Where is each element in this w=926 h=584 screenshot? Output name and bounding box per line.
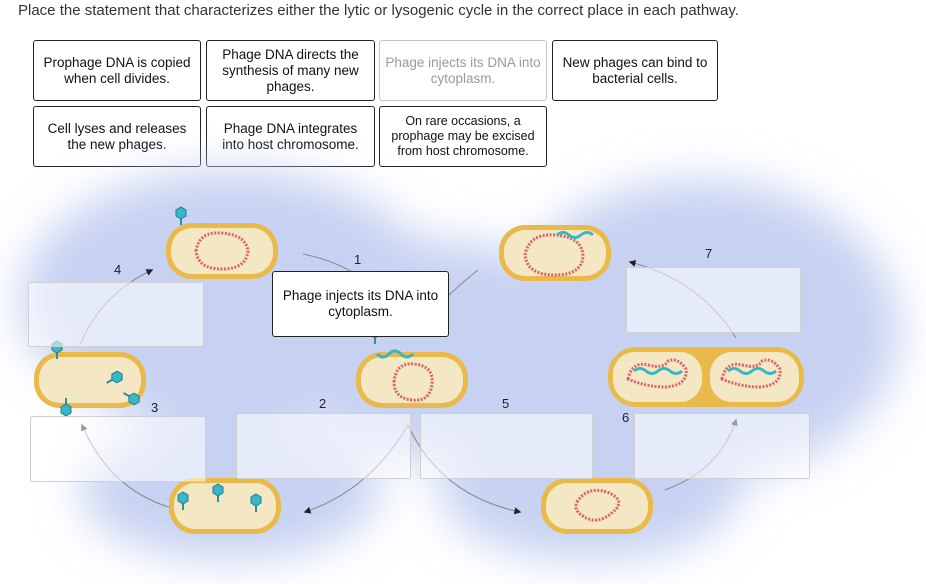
step-number-7: 7 (705, 246, 713, 261)
cell-dividing (608, 347, 804, 407)
cell-center (356, 349, 468, 408)
drop-slot-6[interactable] (634, 413, 810, 479)
cell-top-right (499, 225, 611, 281)
drop-slot-5[interactable] (420, 413, 593, 479)
drop-slot-7[interactable] (626, 267, 801, 333)
drop-slot-3[interactable] (30, 416, 206, 482)
drop-slot-4[interactable] (28, 282, 204, 347)
placed-card-slot-1[interactable]: Phage injects its DNA into cytoplasm. (272, 271, 449, 337)
drop-slot-2[interactable] (236, 413, 411, 479)
cell-phage-attached (166, 223, 278, 279)
card-prophage-copied[interactable]: Prophage DNA is copied when cell divides… (33, 40, 201, 101)
card-excised[interactable]: On rare occasions, a prophage may be exc… (379, 106, 547, 167)
step-number-6: 6 (622, 410, 630, 425)
card-directs-synthesis[interactable]: Phage DNA directs the synthesis of many … (206, 40, 375, 101)
instruction-text: Place the statement that characterizes e… (18, 2, 739, 19)
card-integrates[interactable]: Phage DNA integrates into host chromosom… (206, 106, 375, 167)
card-injects-dna-used: Phage injects its DNA into cytoplasm. (379, 40, 547, 101)
cell-bottom-right (541, 478, 653, 534)
step-number-5: 5 (502, 396, 510, 411)
cell-bottom-left (169, 478, 281, 534)
card-cell-lyses[interactable]: Cell lyses and releases the new phages. (33, 106, 201, 167)
card-new-phages-bind[interactable]: New phages can bind to bacterial cells. (552, 40, 718, 101)
step-number-1: 1 (354, 252, 362, 267)
step-number-3: 3 (151, 400, 159, 415)
step-number-2: 2 (319, 396, 327, 411)
step-number-4: 4 (114, 262, 122, 277)
